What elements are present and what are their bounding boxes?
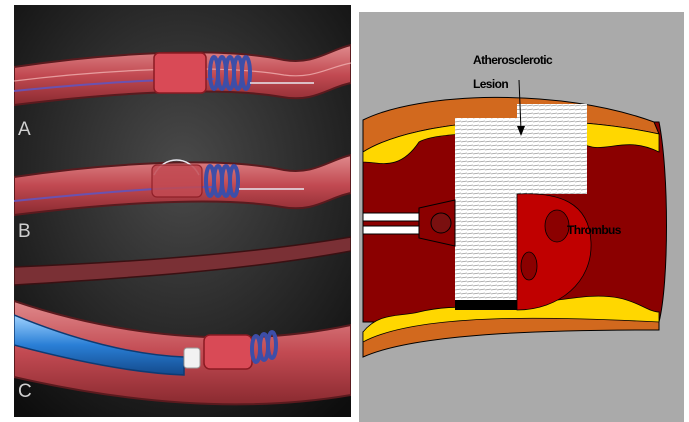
artery-schematic: Atherosclerotic Lesion Thrombus	[359, 12, 684, 422]
label-a: A	[18, 119, 31, 140]
catheter-illustration: A B	[14, 5, 351, 417]
catheter-illustration-panel: A B	[14, 5, 351, 417]
lesion-a	[154, 53, 206, 93]
lesion-label-line2: Lesion	[473, 77, 508, 91]
atherosclerotic-lesion	[455, 118, 517, 310]
lesion-base	[455, 300, 517, 310]
lesion-b	[152, 165, 202, 197]
lesion-label-line1: Atherosclerotic	[473, 53, 553, 67]
thrombus-label: Thrombus	[567, 223, 622, 237]
artery-schematic-panel: Atherosclerotic Lesion Thrombus	[359, 12, 684, 422]
label-b: B	[18, 221, 31, 242]
lesion-c	[204, 335, 252, 369]
label-c: C	[18, 381, 32, 402]
lesion-upper-block	[517, 104, 587, 194]
